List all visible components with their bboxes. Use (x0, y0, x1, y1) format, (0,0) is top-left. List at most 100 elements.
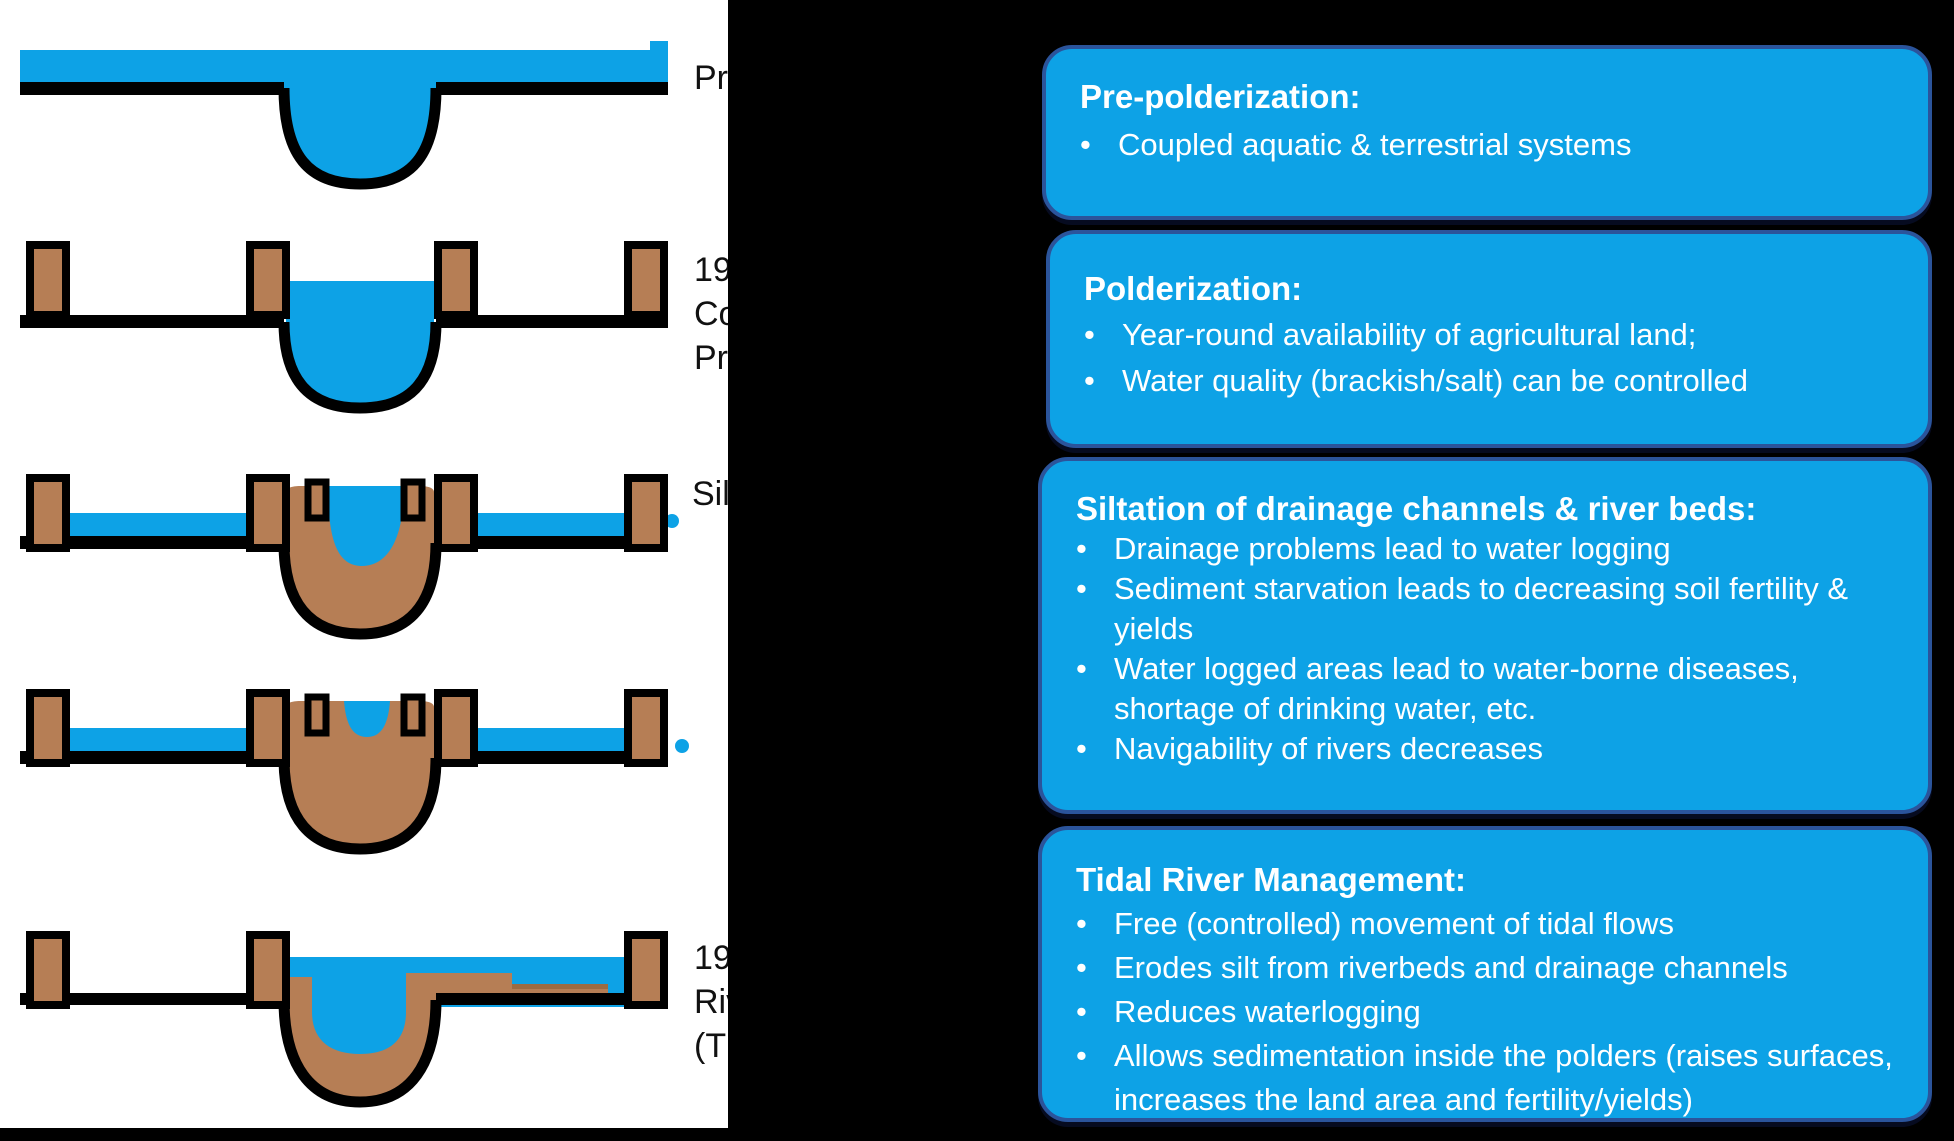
silt-deposit (286, 701, 434, 847)
river-channel-outline (278, 542, 442, 640)
dike (26, 931, 70, 1009)
diagram-row-polderization (20, 241, 668, 414)
dike (246, 241, 290, 319)
box-title: Siltation of drainage channels & river b… (1076, 490, 1757, 527)
bullet-item: Coupled aquatic & terrestrial systems (1080, 121, 1900, 169)
diagram-row-tidal-river-management (20, 931, 668, 1108)
diagram-row-siltation-2 (20, 689, 689, 855)
bullet-item: Year-round availability of agricultural … (1084, 312, 1900, 358)
bullet-item: Reduces waterlogging (1076, 990, 1900, 1034)
bullet-text: Coupled aquatic & terrestrial systems (1118, 127, 1632, 162)
river-channel-outline (278, 87, 442, 190)
water-dot (675, 739, 689, 753)
info-box-polderization: Polderization: Year-round availability o… (1046, 230, 1932, 448)
ground-line (436, 315, 668, 328)
ground-line (20, 536, 284, 549)
row-label-line: Sil (692, 475, 730, 513)
box-title: Pre-polderization: (1080, 78, 1361, 115)
bullet-icon (1076, 569, 1114, 609)
river-channel-water (286, 281, 434, 409)
bullet-item: Water quality (brackish/salt) can be con… (1084, 358, 1900, 404)
bullet-icon (1076, 1034, 1114, 1078)
river-channel-outline (278, 757, 442, 855)
dike (624, 689, 668, 767)
waterlogged-strip (66, 513, 250, 539)
waterlogged-strip (474, 513, 628, 539)
channel-water-basin (312, 957, 406, 1054)
row-label-3: Sil (692, 472, 730, 516)
sluice-post (400, 478, 426, 522)
ground-line (436, 751, 668, 764)
bullet-icon (1076, 729, 1114, 769)
ground-line (436, 993, 668, 1005)
bullet-item: Drainage problems lead to water logging (1076, 529, 1900, 569)
sluice-post (400, 693, 426, 737)
row-label-line: Pr (694, 59, 728, 97)
row-label-1: Pr (694, 56, 728, 100)
bullet-text: Navigability of rivers decreases (1114, 731, 1544, 766)
bullet-item: Allows sedimentation inside the polders … (1076, 1034, 1900, 1122)
channel-water-pocket (344, 701, 390, 737)
info-box-pre-polderization: Pre-polderization: Coupled aquatic & ter… (1042, 45, 1932, 220)
waterlogged-strip (66, 728, 250, 754)
sluice-post (304, 478, 330, 522)
dike (246, 931, 290, 1009)
ground-line (20, 82, 284, 95)
row-label-line: 19 (694, 939, 732, 977)
bullet-text: Reduces waterlogging (1114, 994, 1421, 1029)
bullet-text: Sediment starvation leads to decreasing … (1114, 571, 1849, 646)
bullet-icon (1076, 990, 1114, 1034)
bullet-icon (1084, 358, 1122, 404)
river-channel-outline (278, 321, 442, 414)
channel-water-basin (328, 486, 404, 566)
ground-line (436, 82, 668, 95)
water-dot (665, 514, 679, 528)
bullet-icon (1076, 649, 1114, 689)
row-label-line: Pr (694, 339, 728, 377)
ground-line (20, 993, 284, 1005)
silt-wedge-edge (512, 984, 608, 989)
bullet-item: Erodes silt from riverbeds and drainage … (1076, 946, 1900, 990)
bullet-text: Year-round availability of agricultural … (1122, 317, 1697, 352)
bottom-black-bar (0, 1128, 1954, 1141)
info-box-siltation: Siltation of drainage channels & river b… (1038, 457, 1932, 814)
ground-line (436, 536, 668, 549)
dike (246, 689, 290, 767)
dike (26, 474, 70, 552)
bullet-icon (1076, 902, 1114, 946)
dike (26, 689, 70, 767)
dike (434, 241, 478, 319)
dike (624, 931, 668, 1009)
bullet-text: Water logged areas lead to water-borne d… (1114, 651, 1799, 726)
sluice-post (304, 693, 330, 737)
bullet-text: Drainage problems lead to water logging (1114, 531, 1671, 566)
bullet-icon (1076, 946, 1114, 990)
waterlogged-strip (474, 728, 628, 754)
bullet-icon (1084, 312, 1122, 358)
dike (624, 474, 668, 552)
bullet-icon (1076, 529, 1114, 569)
dike (434, 474, 478, 552)
row-label-line: 19 (694, 251, 732, 289)
box-title: Tidal River Management: (1076, 861, 1466, 898)
dike (434, 689, 478, 767)
box-title: Polderization: (1084, 270, 1303, 307)
bullet-text: Water quality (brackish/salt) can be con… (1122, 363, 1749, 398)
bullet-item: Navigability of rivers decreases (1076, 729, 1900, 769)
ground-line (20, 315, 284, 328)
dike (26, 241, 70, 319)
row-label-line: (T (694, 1027, 727, 1065)
bullet-item: Sediment starvation leads to decreasing … (1076, 569, 1900, 649)
bullet-icon (1080, 121, 1118, 169)
diagram-row-siltation-1 (20, 474, 679, 640)
water-notch (650, 41, 668, 55)
bullet-item: Water logged areas lead to water-borne d… (1076, 649, 1900, 729)
dike (246, 474, 290, 552)
ground-line (20, 751, 284, 764)
bullet-text: Free (controlled) movement of tidal flow… (1114, 906, 1674, 941)
info-box-tidal-river-management: Tidal River Management: Free (controlled… (1038, 826, 1932, 1122)
river-channel-water (284, 52, 436, 186)
polder-evolution-diagram (20, 41, 689, 1108)
diagram-row-pre-polderization (20, 41, 668, 190)
